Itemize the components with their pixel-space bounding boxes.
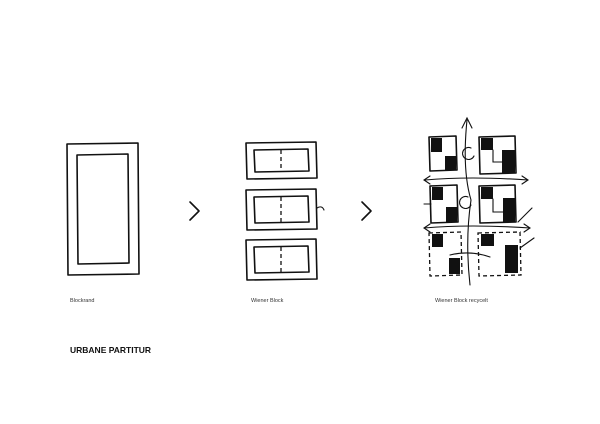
stage-label-blockrand: Blockrand (70, 298, 95, 304)
chevron-right-icon (189, 201, 200, 221)
diagram-title: URBANE PARTITUR (70, 345, 152, 355)
wiener-block-recycelt-sketch (423, 116, 535, 286)
stage-label-wiener-block: Wiener Block (251, 298, 284, 304)
stage-label-wiener-block-recycelt: Wiener Block recycelt (435, 298, 488, 304)
wiener-block-sketch (245, 141, 325, 281)
blockrand-sketch (66, 142, 140, 276)
chevron-right-icon (361, 201, 372, 221)
